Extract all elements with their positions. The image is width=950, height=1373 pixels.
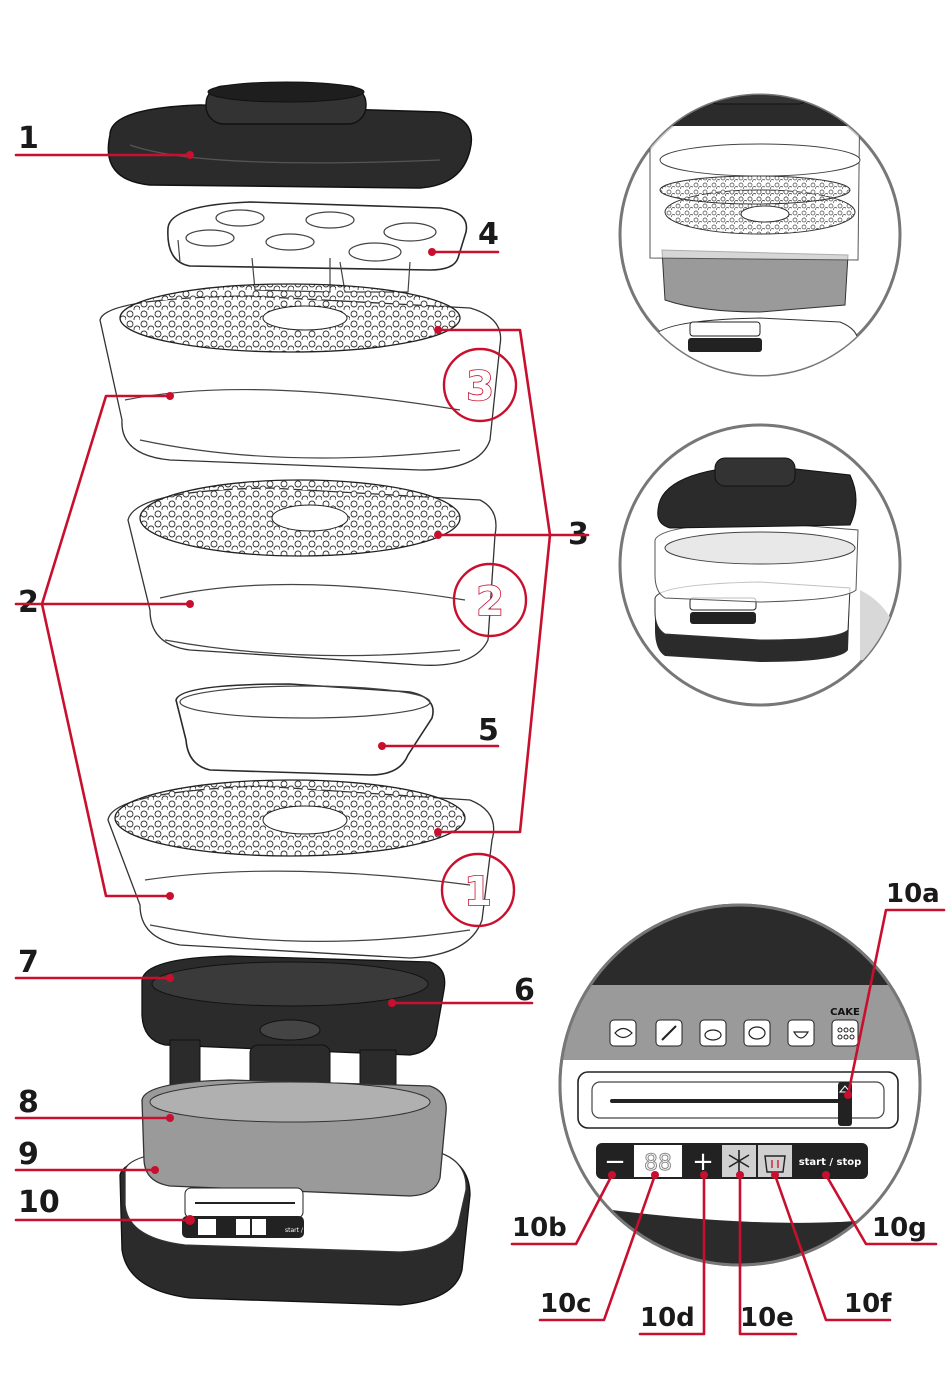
svg-text:4: 4 <box>478 217 499 252</box>
assembled-view-stacked <box>620 72 900 400</box>
dessert-cups-tray <box>168 202 467 292</box>
steam-basket-level-3 <box>100 284 501 470</box>
cake-icon[interactable] <box>832 1020 858 1046</box>
base-unit: start / stop <box>120 1080 470 1305</box>
dessert-icon[interactable] <box>788 1020 814 1046</box>
svg-text:2: 2 <box>18 585 39 620</box>
steam-basket-level-2 <box>128 480 496 665</box>
chicken-icon[interactable] <box>744 1020 770 1046</box>
svg-text:3: 3 <box>466 364 494 410</box>
svg-text:88: 88 <box>644 1151 672 1176</box>
svg-text:10b: 10b <box>512 1213 567 1243</box>
rice-bowl <box>176 684 433 775</box>
cake-label: CAKE <box>830 1007 860 1018</box>
rice-icon[interactable] <box>700 1020 726 1046</box>
svg-text:10f: 10f <box>844 1289 892 1319</box>
steam-basket-level-1 <box>108 780 494 958</box>
start-stop-button[interactable]: start / stop <box>799 1157 862 1168</box>
svg-text:8: 8 <box>18 1085 39 1120</box>
svg-text:10e: 10e <box>740 1303 794 1333</box>
panel-upper-band <box>540 985 940 1060</box>
svg-text:9: 9 <box>18 1137 39 1172</box>
small-start-stop: start / stop <box>285 1227 318 1234</box>
svg-text:7: 7 <box>18 945 39 980</box>
svg-text:10d: 10d <box>640 1303 695 1333</box>
svg-text:10g: 10g <box>872 1213 927 1243</box>
svg-text:1: 1 <box>18 121 39 156</box>
svg-text:10: 10 <box>18 1185 60 1220</box>
svg-text:1: 1 <box>464 869 492 915</box>
assembled-view-compact <box>620 425 900 705</box>
svg-text:10c: 10c <box>540 1289 592 1319</box>
svg-text:2: 2 <box>476 579 504 625</box>
lid <box>108 82 471 188</box>
svg-text:10a: 10a <box>886 879 940 909</box>
svg-text:5: 5 <box>478 713 499 748</box>
